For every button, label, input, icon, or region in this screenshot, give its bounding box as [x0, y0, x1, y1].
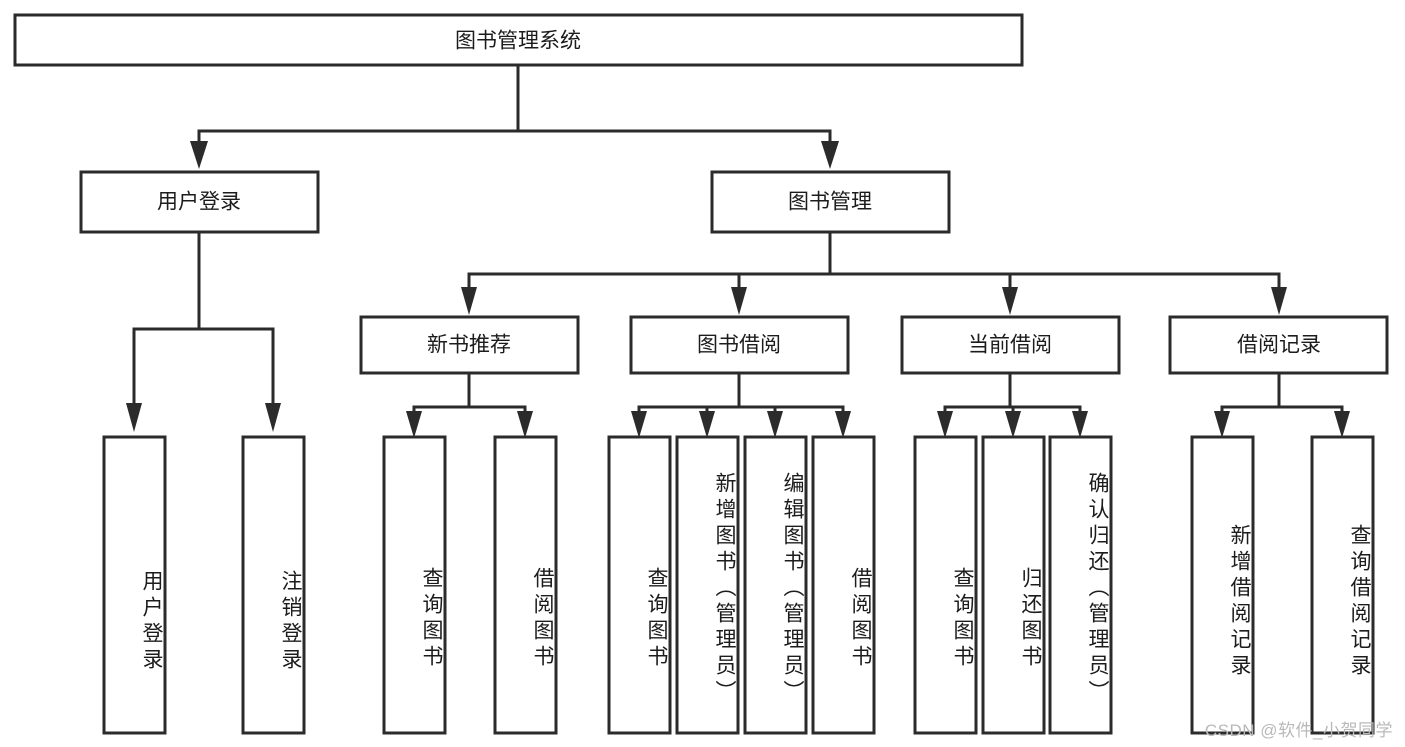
arrow-head-bookborrow-leaf-0	[631, 411, 647, 438]
node-book-borrow[interactable]: 图书借阅	[629, 315, 850, 375]
arrow-head-borrowrecord-leaf-0	[1214, 411, 1230, 438]
node-book-management-label: 图书管理	[788, 191, 872, 214]
leaf-box-borrow-record-1[interactable]	[1310, 435, 1375, 735]
node-current-borrow[interactable]: 当前借阅	[900, 315, 1121, 375]
node-borrow-record[interactable]: 借阅记录	[1168, 315, 1389, 375]
arrow-head-level1-1	[821, 141, 839, 169]
node-borrow-record-label: 借阅记录	[1237, 334, 1321, 357]
leaf-box-user-login-0[interactable]	[102, 435, 167, 735]
node-root[interactable]: 图书管理系统	[13, 13, 1024, 67]
node-book-borrow-label: 图书借阅	[697, 334, 781, 357]
csdn-watermark: CSDN @软件_小贺同学	[1204, 721, 1393, 740]
node-user-login[interactable]: 用户登录	[79, 170, 320, 234]
leaf-box-book-borrow-1[interactable]	[675, 435, 740, 735]
node-book-management[interactable]: 图书管理	[710, 170, 951, 234]
arrow-head-currentborrow-leaf-1	[1005, 411, 1021, 438]
arrow-head-level2-3	[1271, 287, 1287, 315]
arrow-head-newbook-leaf-1	[517, 411, 533, 438]
node-new-book-recommend-box[interactable]	[359, 315, 580, 375]
leaf-box-book-borrow-3[interactable]	[811, 435, 876, 735]
arrow-head-user-login-leaf-1	[265, 403, 281, 432]
node-book-management-box[interactable]	[710, 170, 951, 234]
arrow-head-level2-0	[461, 287, 477, 315]
node-borrow-record-box[interactable]	[1168, 315, 1389, 375]
leaf-box-current-borrow-1[interactable]	[981, 435, 1046, 735]
node-root-box[interactable]	[13, 13, 1024, 67]
leaf-box-borrow-record-0[interactable]	[1190, 435, 1255, 735]
node-new-book-recommend-label: 新书推荐	[427, 334, 511, 357]
arrow-head-bookborrow-leaf-2	[767, 411, 783, 438]
arrow-head-level1-0	[190, 141, 208, 169]
node-current-borrow-box[interactable]	[900, 315, 1121, 375]
leaf-box-book-borrow-0[interactable]	[607, 435, 672, 735]
arrow-head-user-login-leaf-0	[126, 403, 142, 432]
arrow-head-level2-1	[731, 287, 747, 315]
arrow-head-newbook-leaf-0	[406, 411, 422, 438]
arrow-head-bookborrow-leaf-3	[835, 411, 851, 438]
arrow-head-borrowrecord-leaf-1	[1334, 411, 1350, 438]
arrow-head-currentborrow-leaf-0	[937, 411, 953, 438]
leaf-box-book-borrow-2[interactable]	[743, 435, 808, 735]
node-current-borrow-label: 当前借阅	[968, 334, 1052, 357]
node-user-login-label: 用户登录	[157, 191, 241, 214]
arrow-head-currentborrow-leaf-2	[1072, 411, 1088, 438]
arrow-head-bookborrow-leaf-1	[699, 411, 715, 438]
leaf-box-current-borrow-2[interactable]	[1048, 435, 1113, 735]
leaf-box-current-borrow-0[interactable]	[913, 435, 978, 735]
node-new-book-recommend[interactable]: 新书推荐	[359, 315, 580, 375]
node-book-borrow-box[interactable]	[629, 315, 850, 375]
arrow-head-level2-2	[1002, 287, 1018, 315]
leaf-box-user-login-1[interactable]	[241, 435, 306, 735]
leaf-box-new-book-1[interactable]	[493, 435, 558, 735]
node-root-label: 图书管理系统	[455, 30, 581, 53]
leaf-box-new-book-0[interactable]	[382, 435, 447, 735]
